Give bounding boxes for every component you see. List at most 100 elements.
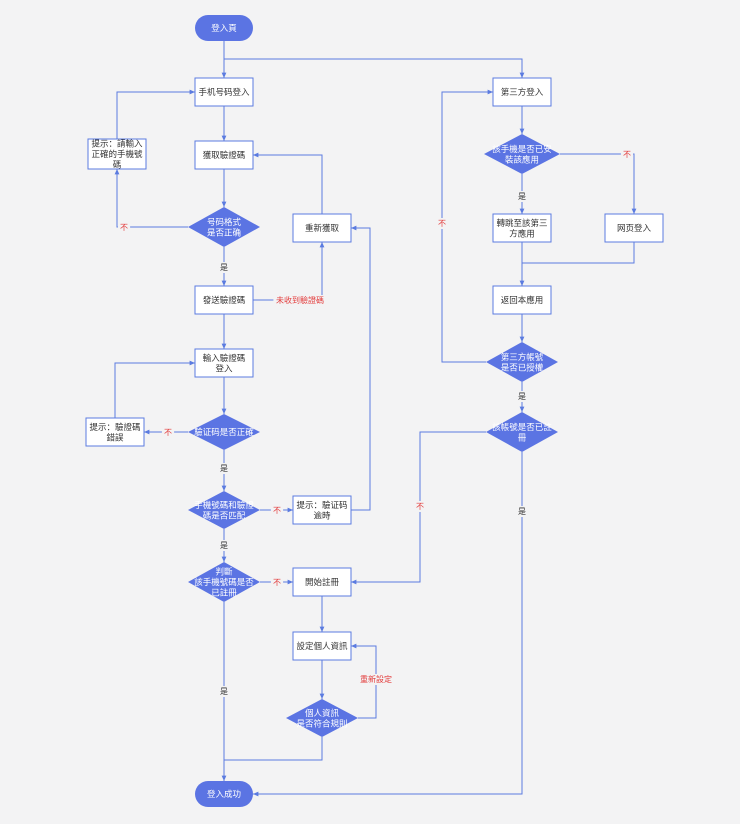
node-hint-phone-label-2: 正確的手機號 <box>91 149 143 160</box>
edge-label-no-match-bg <box>270 505 284 516</box>
node-third-party[interactable]: 第三方登入 <box>492 77 552 107</box>
node-check-registered-label-3: 已註冊 <box>211 588 237 599</box>
node-start-label-1: 登入頁 <box>211 23 237 34</box>
edge-label-yes-code-text: 是 <box>220 464 228 473</box>
node-check-code-label-1: 驗证码是否正確 <box>194 427 254 438</box>
node-check-profile-diamond <box>286 699 358 737</box>
edge-check-auth-no-to-third-party <box>441 89 493 363</box>
node-third-party-box <box>492 77 552 107</box>
edge-label-no-acc-reg-text: 不 <box>416 502 424 511</box>
node-start-register-box <box>292 567 352 597</box>
node-check-registered-diamond <box>188 562 260 602</box>
node-input-code-label-2: 登入 <box>215 363 233 374</box>
node-web-login-box <box>604 213 664 243</box>
edge-label-yes-match: 是 <box>217 540 231 551</box>
node-check-match-diamond <box>188 491 260 529</box>
edge-timeout-to-refetch <box>351 225 371 511</box>
edge-hint-code-to-input <box>114 360 195 418</box>
node-check-auth-diamond <box>486 342 558 382</box>
edge-label-no-registered-text: 不 <box>273 578 281 587</box>
node-jump-app-box <box>492 213 552 243</box>
edge-web-to-return <box>522 242 635 264</box>
node-success[interactable]: 登入成功 <box>195 781 253 807</box>
node-check-app-label-1: 該手機是否已安 <box>492 144 552 155</box>
node-check-acc-reg-label-1: 該帳號是否已註 <box>492 422 552 433</box>
edges-layer <box>114 41 637 797</box>
node-return-app-box <box>492 285 552 315</box>
node-refetch-box <box>292 213 352 243</box>
node-start-register-label-1: 開始註冊 <box>305 577 340 588</box>
edge-check-app-no-to-web <box>560 153 637 214</box>
node-send-code[interactable]: 發送驗證碼 <box>194 285 254 315</box>
edge-label-yes-acc-reg-bg <box>515 506 529 517</box>
edge-label-no-acc-reg: 不 <box>413 501 427 512</box>
edge-label-no-app-text: 不 <box>623 150 631 159</box>
node-phone-login-label-1: 手机号码登入 <box>198 87 250 98</box>
edge-label-no-acc-reg-bg <box>413 501 427 512</box>
node-check-match-label-2: 碼是否匹配 <box>203 511 246 521</box>
node-jump-app-label-2: 方應用 <box>509 228 535 239</box>
node-return-app[interactable]: 返回本應用 <box>492 285 552 315</box>
edge-label-yes-app-text: 是 <box>518 192 526 201</box>
node-input-code-label-1: 輸入驗證碼 <box>203 353 246 364</box>
edge-label-yes-registered-bg <box>217 686 231 697</box>
node-send-code-box <box>194 285 254 315</box>
node-hint-phone-label-3: 碼 <box>113 161 122 171</box>
edge-label-yes-auth-bg <box>515 391 529 402</box>
node-send-code-label-1: 發送驗證碼 <box>203 295 246 306</box>
node-return-app-label-1: 返回本應用 <box>501 295 544 306</box>
node-check-match-label-1: 手機號碼和驗證 <box>194 500 254 511</box>
node-check-registered-label-1: 判斷 <box>215 567 233 578</box>
node-check-app-label-2: 裝該應用 <box>505 154 539 165</box>
node-start-pill <box>195 15 253 41</box>
edge-label-yes-match-bg <box>217 540 231 551</box>
edge-label-no-format-bg <box>117 222 131 233</box>
node-get-code-label-1: 獲取驗證碼 <box>203 150 246 161</box>
node-hint-timeout-label-2: 逾時 <box>313 510 331 521</box>
edge-label-yes-auth-text: 是 <box>518 392 526 401</box>
node-start[interactable]: 登入頁 <box>195 15 253 41</box>
node-check-profile-label-1: 個人資訊 <box>305 708 340 719</box>
node-check-format-label-2: 是否正确 <box>207 227 241 238</box>
node-check-code[interactable]: 驗证码是否正確 <box>188 414 260 450</box>
edge-label-no-match-text: 不 <box>273 506 281 515</box>
node-check-code-diamond <box>188 414 260 450</box>
node-check-registered-label-2: 該手機號碼是否 <box>194 577 254 588</box>
node-check-profile-label-2: 是否符合規則 <box>296 718 347 729</box>
node-phone-login-box <box>194 77 254 107</box>
node-success-label-1: 登入成功 <box>207 789 241 800</box>
node-phone-login[interactable]: 手机号码登入 <box>194 77 254 107</box>
edge-hint-to-phone-login <box>116 89 195 139</box>
node-get-code[interactable]: 獲取驗證碼 <box>194 140 254 170</box>
edge-label-reset: 重新設定 <box>357 674 395 685</box>
edge-label-not-received: 未收到驗證碼 <box>273 295 327 306</box>
edge-check-profile-to-success <box>224 737 323 761</box>
node-start-register[interactable]: 開始註冊 <box>292 567 352 597</box>
edge-label-no-code-bg <box>161 427 175 438</box>
edge-label-no-format: 不 <box>117 222 131 233</box>
edge-label-no-auth: 不 <box>435 218 449 229</box>
node-check-acc-reg-label-2: 冊 <box>518 433 527 443</box>
node-web-login[interactable]: 网页登入 <box>604 213 664 243</box>
edge-label-yes-code: 是 <box>217 463 231 474</box>
node-hint-code-err-label-2: 錯誤 <box>106 432 124 443</box>
node-input-code-box <box>194 348 254 378</box>
node-refetch[interactable]: 重新獲取 <box>292 213 352 243</box>
edge-label-no-format-text: 不 <box>120 223 128 232</box>
edge-label-yes-app: 是 <box>515 191 529 202</box>
node-set-profile[interactable]: 設定個人資訊 <box>292 631 352 661</box>
node-success-pill <box>195 781 253 807</box>
